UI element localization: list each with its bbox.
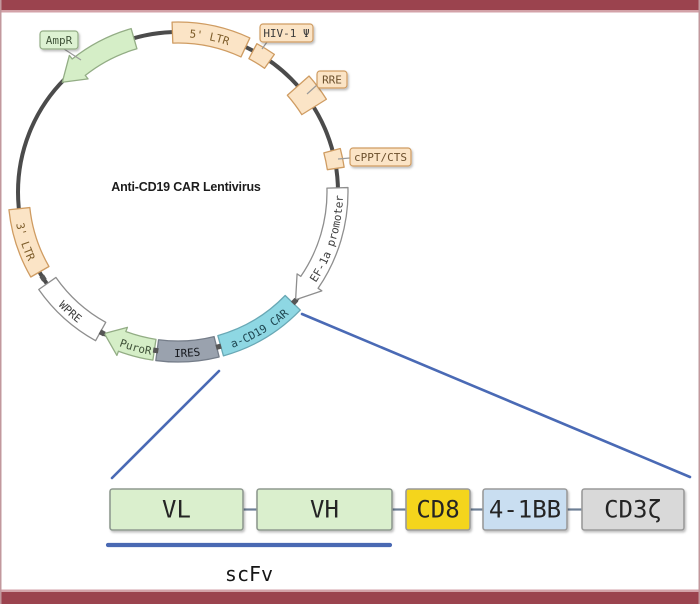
junction-tick: [215, 343, 222, 350]
zoom-callout-lines: [110, 312, 692, 480]
scfv-label: scFv: [225, 562, 273, 586]
construct-box-vh: [256, 488, 393, 531]
leader-line-cppt-cts: [337, 157, 351, 160]
frame-left-line: [0, 0, 2, 604]
plasmid-segment-cppt-cts: [323, 147, 345, 171]
plasmid-segment-ef1a-promoter: [294, 186, 349, 301]
plasmid-segment-puror: [103, 326, 157, 361]
construct-box-label-vh: VH: [310, 496, 339, 524]
construct-box-label-4-1bb: 4-1BB: [489, 496, 561, 524]
construct-box-4-1bb: [482, 488, 568, 531]
junction-tick: [98, 329, 106, 337]
segment-label-ires: IRES: [174, 346, 201, 360]
plasmid-segment-three-ltr: [8, 206, 50, 278]
callout-label-ampr: AmpR: [46, 34, 73, 47]
callout-label-rre: RRE: [322, 74, 342, 87]
frame-right-line: [698, 0, 700, 604]
callout-ampr: [39, 30, 79, 50]
construct-box-label-cd3z: CD3ζ: [604, 496, 662, 524]
zoom-line-left: [110, 369, 221, 480]
callout-hiv1-psi: [259, 23, 314, 43]
construct-box-vl: [109, 488, 244, 531]
junction-tick: [39, 274, 47, 282]
frame-bottom-bar: [0, 592, 700, 604]
plasmid-callouts: AmpR HIV-1 Ψ RRE cPPT/CTS: [39, 23, 412, 167]
frame-bottom-accent: [0, 589, 700, 592]
segment-label-text-ires: IRES: [174, 346, 201, 360]
plasmid-segment-five-ltr: [171, 21, 251, 58]
plasmid-title: Anti-CD19 CAR Lentivirus: [111, 180, 261, 194]
leader-line-ampr: [63, 48, 82, 61]
construct-box-cd3z: [581, 488, 685, 531]
car-construct-diagram: VL VH CD8 4-1BB CD3ζ scFv: [105, 488, 685, 586]
plasmid-segment-ires: [155, 335, 220, 363]
zoom-line-right: [300, 312, 692, 479]
junction-tick: [290, 297, 299, 306]
construct-box-cd8: [405, 488, 471, 531]
callout-label-hiv1-psi: HIV-1 Ψ: [263, 27, 309, 40]
leader-line-rre: [306, 84, 318, 95]
plasmid-segment-hiv1-psi: [248, 43, 276, 69]
plasmid-segment-wpre: [38, 276, 107, 342]
junction-tick: [152, 347, 159, 354]
construct-box-label-cd8: CD8: [416, 496, 459, 524]
plasmid-segment-ampr-arrow: [61, 27, 138, 83]
frame-top-bar: [0, 0, 700, 10]
callout-label-cppt-cts: cPPT/CTS: [354, 151, 407, 164]
construct-box-label-vl: VL: [162, 496, 191, 524]
frame-top-accent: [0, 10, 700, 13]
callout-rre: [316, 70, 348, 89]
leader-line-hiv1-psi: [261, 41, 268, 50]
callout-cppt-cts: [349, 147, 412, 167]
